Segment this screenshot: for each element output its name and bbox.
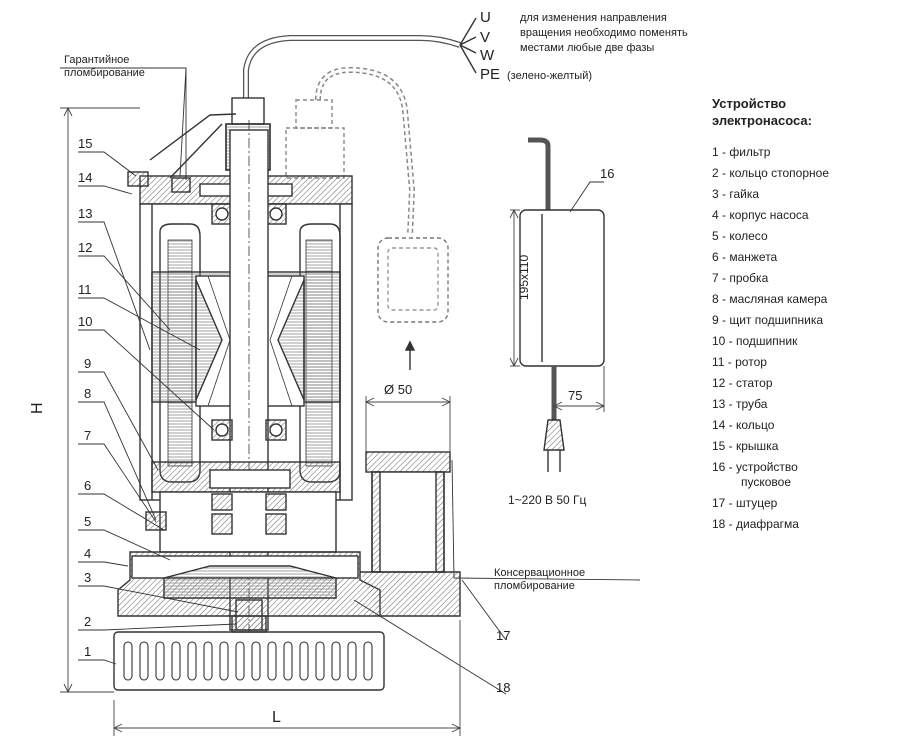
- legend-item: 17 - штуцер: [712, 496, 778, 510]
- svg-text:пломбирование: пломбирование: [64, 67, 145, 79]
- svg-text:18: 18: [496, 680, 510, 695]
- svg-text:(зелено-желтый): (зелено-желтый): [507, 70, 592, 82]
- svg-text:V: V: [480, 29, 490, 46]
- top-note: для изменения направления вращения необх…: [520, 12, 688, 54]
- svg-text:W: W: [480, 47, 495, 64]
- cable-gland: [231, 97, 265, 125]
- svg-text:14: 14: [78, 170, 92, 185]
- callouts-right: 16 17 18: [496, 166, 614, 695]
- legend: Устройство электронасоса: 1 - фильтр 2 - …: [712, 96, 829, 531]
- dimension-lines: [60, 106, 606, 736]
- float-switch-dashed: [377, 237, 449, 323]
- phase-wire-u: [459, 17, 477, 46]
- svg-text:4: 4: [84, 546, 91, 561]
- svg-text:U: U: [480, 9, 491, 26]
- phase-wire-v: [459, 36, 477, 46]
- svg-text:PE: PE: [480, 66, 500, 83]
- legend-item: 4 - корпус насоса: [712, 208, 809, 222]
- leader-lines: [60, 67, 641, 695]
- svg-text:9: 9: [84, 356, 91, 371]
- filter-slots: [123, 641, 373, 681]
- svg-text:электронасоса:: электронасоса:: [712, 113, 812, 128]
- legend-item: 2 - кольцо стопорное: [712, 166, 829, 180]
- phase-labels: U V W PE (зелено-желтый): [480, 9, 592, 83]
- legend-item: 15 - крышка: [712, 439, 779, 453]
- phase-wire-w: [459, 44, 477, 54]
- legend-item: 18 - диафрагма: [712, 517, 799, 531]
- power-plug: [543, 419, 565, 451]
- svg-text:13: 13: [78, 206, 92, 221]
- dim-label-h: H: [29, 402, 46, 414]
- power-label: 1~220 В 50 Гц: [508, 493, 587, 507]
- filter: [113, 631, 385, 691]
- svg-text:Гарантийное: Гарантийное: [64, 54, 129, 66]
- legend-item: 7 - пробка: [712, 271, 769, 285]
- svg-text:17: 17: [496, 628, 510, 643]
- legend-item: 13 - труба: [712, 397, 768, 411]
- legend-items: 1 - фильтр 2 - кольцо стопорное 3 - гайка 4…: [712, 145, 829, 531]
- oil-chamber: [159, 491, 337, 553]
- legend-item: пусковое: [741, 475, 791, 489]
- svg-text:для изменения направления: для изменения направления: [520, 12, 667, 24]
- svg-text:3: 3: [84, 570, 91, 585]
- seal-top-label: Гарантийное пломбирование: [64, 54, 145, 79]
- svg-text:Консервационное: Консервационное: [494, 567, 585, 579]
- svg-text:16: 16: [600, 166, 614, 181]
- legend-item: 9 - щит подшипника: [712, 313, 823, 327]
- dim-label-box-height: 195х110: [517, 255, 531, 300]
- pump-drawing: [113, 17, 605, 691]
- legend-item: 14 - кольцо: [712, 418, 775, 432]
- legend-item: 8 - масляная камера: [712, 292, 828, 306]
- legend-item: 16 - устройство: [712, 460, 798, 474]
- svg-text:5: 5: [84, 514, 91, 529]
- legend-item: 11 - ротор: [712, 355, 767, 369]
- legend-item: 1 - фильтр: [712, 145, 771, 159]
- legend-item: 10 - подшипник: [712, 334, 798, 348]
- svg-text:1: 1: [84, 644, 91, 659]
- svg-text:12: 12: [78, 240, 92, 255]
- svg-text:15: 15: [78, 136, 92, 151]
- svg-text:пломбирование: пломбирование: [494, 580, 575, 592]
- dim-label-l: L: [272, 709, 281, 726]
- legend-item: 3 - гайка: [712, 187, 759, 201]
- svg-text:2: 2: [84, 614, 91, 629]
- legend-item: 5 - колесо: [712, 229, 768, 243]
- dim-label-box-width: 75: [568, 388, 582, 403]
- svg-text:8: 8: [84, 386, 91, 401]
- svg-text:10: 10: [78, 314, 92, 329]
- impeller: [163, 565, 337, 599]
- outlet-fitting: [365, 451, 451, 473]
- callouts-left: 15 14 13 12 11 10 9 8 7 6 5 4 3 2 1: [78, 136, 92, 659]
- svg-text:7: 7: [84, 428, 91, 443]
- svg-text:6: 6: [84, 478, 91, 493]
- seal-bottom-label: Консервационное пломбирование: [494, 567, 585, 592]
- dim-label-diameter: Ø 50: [384, 382, 412, 397]
- legend-item: 12 - статор: [712, 376, 773, 390]
- starter-device: [519, 209, 605, 367]
- svg-text:местами любые две фазы: местами любые две фазы: [520, 42, 654, 54]
- legend-item: 6 - манжета: [712, 250, 778, 264]
- svg-text:вращения необходимо поменять: вращения необходимо поменять: [520, 27, 688, 39]
- svg-text:Устройство: Устройство: [712, 96, 786, 111]
- svg-text:11: 11: [78, 282, 92, 297]
- phase-wire-pe: [459, 44, 477, 74]
